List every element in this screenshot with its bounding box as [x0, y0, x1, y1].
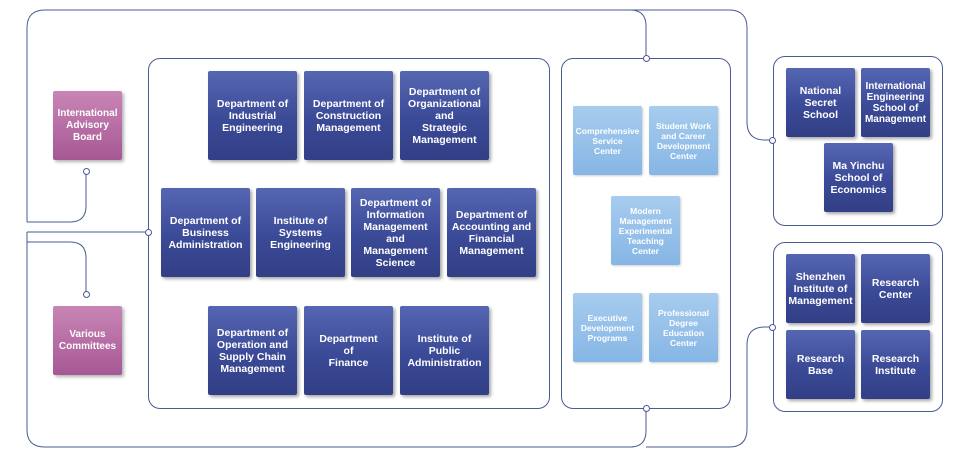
connector-dot	[769, 137, 776, 144]
connector-dot	[145, 229, 152, 236]
research-institute[interactable]: Research Institute	[861, 330, 930, 399]
dept-organizational-strategic[interactable]: Department of Organizational and Strateg…	[400, 71, 489, 160]
institute-systems-engineering[interactable]: Institute of Systems Engineering	[256, 188, 345, 277]
connector-dot	[643, 405, 650, 412]
connector-dot	[643, 55, 650, 62]
dept-accounting-financial[interactable]: Department of Accounting and Financial M…	[447, 188, 536, 277]
institute-public-administration[interactable]: Institute of Public Administration	[400, 306, 489, 395]
ma-yinchu-school-economics[interactable]: Ma Yinchu School of Economics	[824, 143, 893, 212]
executive-development-programs[interactable]: Executive Development Programs	[573, 293, 642, 362]
comprehensive-service-center[interactable]: Comprehensive Service Center	[573, 106, 642, 175]
student-work-career-center[interactable]: Student Work and Career Development Cent…	[649, 106, 718, 175]
connector-dot	[769, 324, 776, 331]
connector-dot	[83, 291, 90, 298]
national-secret-school[interactable]: National Secret School	[786, 68, 855, 137]
dept-information-management[interactable]: Department of Information Management and…	[351, 188, 440, 277]
professional-degree-education-center[interactable]: Professional Degree Education Center	[649, 293, 718, 362]
dept-construction-management[interactable]: Department of Construction Management	[304, 71, 393, 160]
research-center[interactable]: Research Center	[861, 254, 930, 323]
dept-industrial-engineering[interactable]: Department of Industrial Engineering	[208, 71, 297, 160]
dept-finance[interactable]: Department of Finance	[304, 306, 393, 395]
shenzhen-institute-management[interactable]: Shenzhen Institute of Management	[786, 254, 855, 323]
connector-dot	[83, 168, 90, 175]
dept-business-administration[interactable]: Department of Business Administration	[161, 188, 250, 277]
research-base[interactable]: Research Base	[786, 330, 855, 399]
various-committees[interactable]: Various Committees	[53, 306, 122, 375]
modern-management-teaching-center[interactable]: Modern Management Experimental Teaching …	[611, 196, 680, 265]
international-advisory-board[interactable]: International Advisory Board	[53, 91, 122, 160]
intl-engineering-school[interactable]: International Engineering School of Mana…	[861, 68, 930, 137]
dept-operation-supply-chain[interactable]: Department of Operation and Supply Chain…	[208, 306, 297, 395]
